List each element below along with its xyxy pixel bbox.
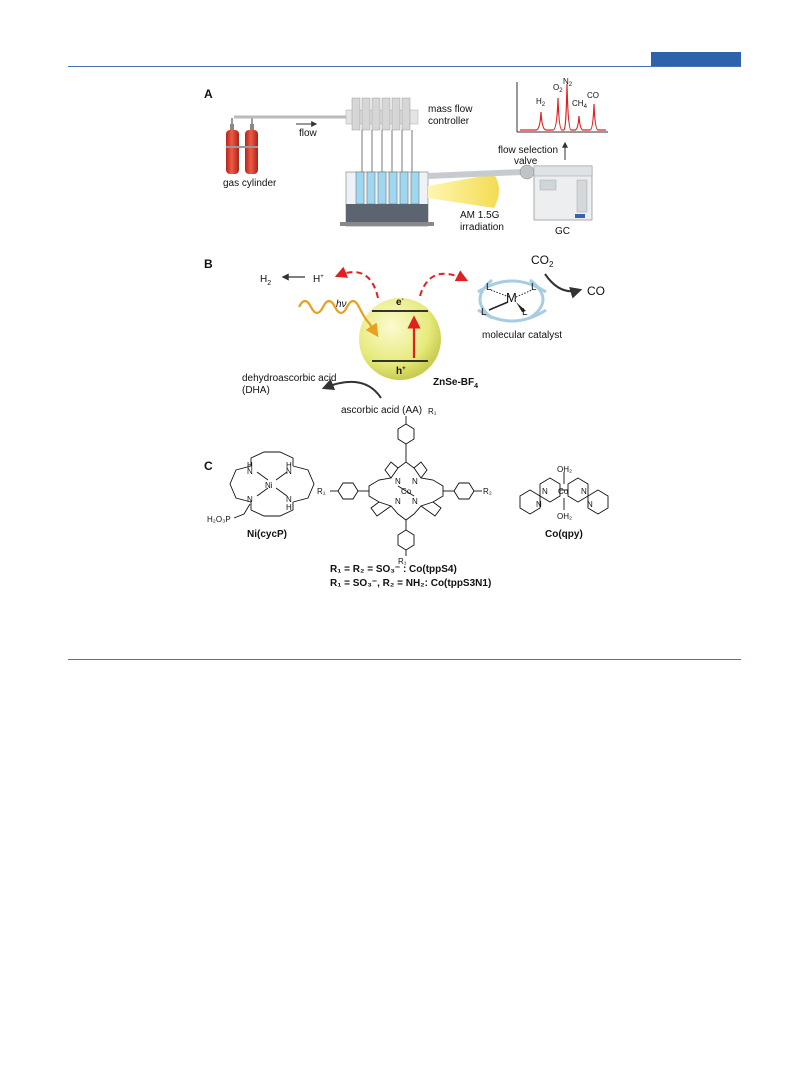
gas-cylinder-icon: [226, 118, 258, 174]
light-beam-icon: [428, 174, 499, 208]
irradiation-label-line2: irradiation: [460, 222, 504, 233]
porph-n2: N: [412, 477, 418, 486]
panel-a: A gas cylinder flow: [204, 77, 608, 237]
ni-n3: N: [247, 495, 253, 504]
molecular-catalyst: [477, 278, 547, 323]
porph-n3: N: [395, 497, 401, 506]
porph-r1-top: R₁: [428, 407, 437, 416]
porph-n4: N: [412, 497, 418, 506]
electron-label: e-: [396, 297, 404, 308]
peak-ch4: CH4: [572, 99, 588, 110]
hplus-label: H+: [313, 274, 324, 285]
panel-b-letter: B: [204, 257, 213, 271]
valve-label-line2: valve: [514, 156, 538, 167]
ligand-label-2: L: [531, 282, 537, 293]
mass-flow-controller-icon: [345, 97, 419, 172]
mass-flow-label-line2: controller: [428, 116, 470, 127]
electron-to-proton-arrow: [334, 266, 379, 299]
ni-n1: N: [247, 467, 253, 476]
qpy-oh2-top: OH₂: [557, 465, 572, 474]
catalyst-label: molecular catalyst: [482, 330, 562, 341]
peak-co: CO: [587, 91, 599, 100]
qpy-n3: N: [536, 500, 542, 509]
panel-c: C N H N H N N H Ni H₂O₃P Ni(cycP): [204, 407, 609, 589]
gc-instrument-icon: [533, 165, 593, 221]
porph-r2-right: R₂: [483, 487, 492, 496]
ni-cycp-structure: [229, 451, 315, 519]
footer-rule: [68, 659, 741, 660]
panel-b: B H2 H+ e- h+ ZnSe-BF4 hν dehydroascorbi…: [204, 253, 605, 416]
flow-label: flow: [299, 128, 318, 139]
qpy-co: Co: [558, 487, 569, 496]
photon-arrow: [298, 299, 379, 338]
qpy-n1: N: [542, 487, 548, 496]
aa-label: ascorbic acid (AA): [341, 405, 422, 416]
ni-h2: H: [286, 461, 292, 470]
ni-n2: N: [286, 467, 292, 476]
ni-cycp-label: Ni(cycP): [247, 529, 287, 540]
aa-to-dha-arrow: [321, 378, 382, 399]
panel-c-letter: C: [204, 459, 213, 473]
ligand-label-3: L: [481, 307, 487, 318]
qpy-n2: N: [581, 487, 587, 496]
dha-label-line2: (DHA): [242, 385, 270, 396]
mass-flow-label-line1: mass flow: [428, 104, 473, 115]
ni-phosphonate: H₂O₃P: [207, 515, 231, 524]
valve-label-line1: flow selection: [498, 145, 558, 156]
hole-label: h+: [396, 366, 406, 377]
qpy-oh2-bottom: OH₂: [557, 512, 572, 521]
panel-a-letter: A: [204, 87, 213, 101]
dha-label-line1: dehydroascorbic acid: [242, 373, 337, 384]
ni-atom: Ni: [265, 481, 273, 490]
h2-label: H2: [260, 274, 271, 287]
electron-to-catalyst-arrow: [419, 270, 469, 297]
ligand-label-1: L: [486, 282, 492, 293]
irradiation-label-line1: AM 1.5G: [460, 210, 500, 221]
co2-to-co-arrow: [544, 273, 583, 299]
co2-label: CO2: [531, 253, 554, 269]
co-qpy-structure: [519, 472, 609, 515]
porph-eq2: R₁ = SO₃⁻, R₂ = NH₂: Co(tppS3N1): [330, 578, 491, 589]
porph-eq1: R₁ = R₂ = SO₃⁻ : Co(tppS4): [330, 564, 457, 575]
porph-n1: N: [395, 477, 401, 486]
co-qpy-label: Co(qpy): [545, 529, 583, 540]
ni-h1: H: [247, 461, 253, 470]
gas-cylinder-label: gas cylinder: [223, 178, 277, 189]
porph-co: Co: [401, 487, 412, 496]
gc-label: GC: [555, 226, 570, 237]
header-accent-bar: [651, 52, 741, 66]
porphyrin-structure: [330, 416, 482, 556]
header-rule: [68, 66, 741, 67]
ligand-label-4: L: [522, 307, 528, 318]
porph-r1-bottom: R₁: [398, 557, 407, 566]
peak-h2: H2: [536, 97, 546, 108]
photoreactor-icon: [340, 171, 434, 227]
ni-n4: N: [286, 495, 292, 504]
porph-r1-left: R₁: [317, 487, 326, 496]
valve-icon: [519, 164, 535, 180]
peak-n2: N2: [563, 77, 573, 88]
metal-label: M: [506, 290, 517, 305]
hv-label: hν: [336, 299, 347, 310]
peak-o2: O2: [553, 83, 563, 94]
co-label: CO: [587, 284, 605, 298]
chromatogram: [516, 82, 608, 133]
znse-label: ZnSe-BF4: [433, 377, 478, 390]
qpy-n4: N: [587, 500, 593, 509]
ni-h4: H: [286, 503, 292, 512]
